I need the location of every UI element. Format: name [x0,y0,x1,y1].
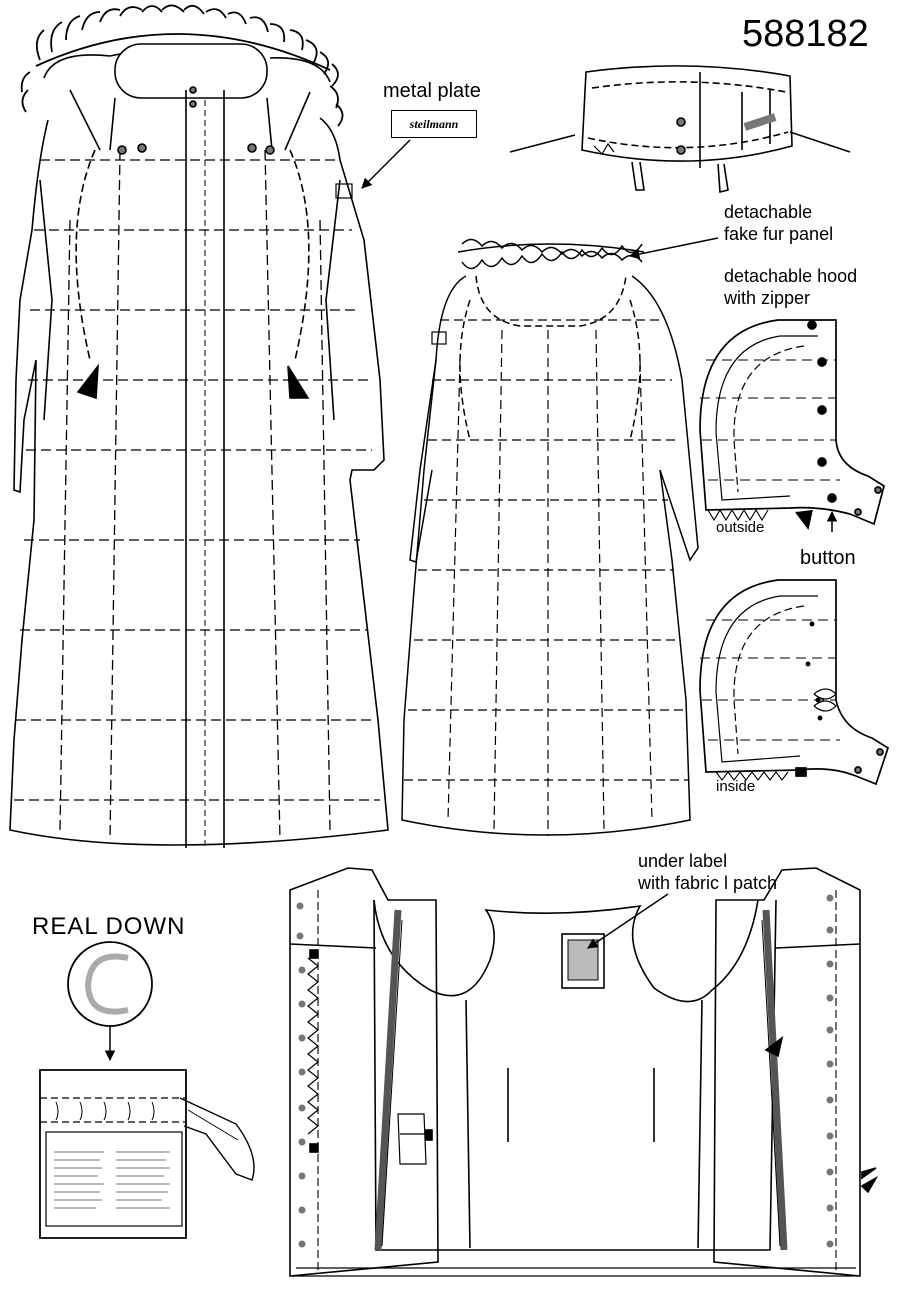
back-fur-panel [457,238,645,270]
fur-panel-label-line2: fake fur panel [724,224,834,244]
under-label-arrow [587,893,669,949]
collar-detail [509,65,851,194]
fur-panel-arrow [628,237,719,260]
button-label: button [800,547,856,569]
outside-label: outside [716,519,765,536]
hood-inside-detail [699,579,890,786]
hood-label-line1: detachable hood [724,266,858,286]
metal-plate-arrow [361,139,411,189]
real-down-label: REAL DOWN [32,913,186,940]
front-fur-trim [20,4,344,127]
inside-label: inside [716,778,756,795]
metal-plate-label: metal plate [383,80,481,102]
under-label-line2: with fabric l patch [638,873,778,893]
coat-inner-view [289,867,879,1277]
brand-plate: steilmann [391,110,477,138]
coat-front-view [9,4,389,848]
coat-back-view [401,238,699,836]
real-down-detail [39,941,255,1239]
article-number: 588182 [742,13,869,55]
hood-outside-detail [699,319,885,532]
fur-panel-label-line1: detachable [724,202,813,222]
under-label-line1: under label [638,851,728,871]
hood-label-line2: with zipper [724,288,811,308]
